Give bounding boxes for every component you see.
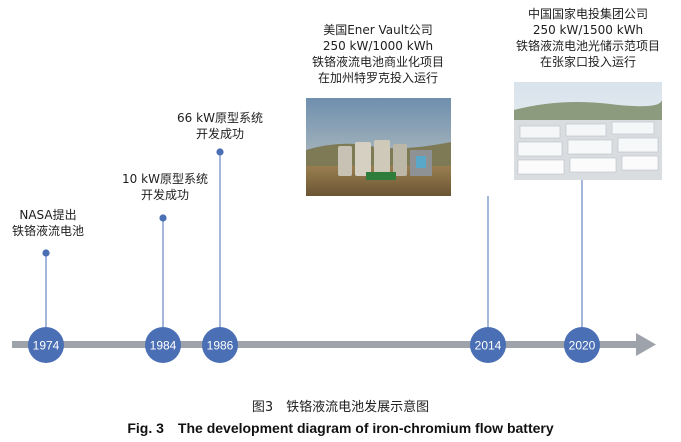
year-2020: 2020 xyxy=(569,339,596,353)
event-label-1986: 66 kW原型系统 开发成功 xyxy=(166,110,274,142)
event-1986-line-1: 66 kW原型系统 xyxy=(177,111,263,125)
event-1974-line-1: NASA提出 xyxy=(19,208,77,222)
timeline-axis xyxy=(12,341,638,348)
year-1984: 1984 xyxy=(150,339,177,353)
stem-dot-1974 xyxy=(42,249,50,257)
event-2014-line-3: 铁铬液流电池商业化项目 xyxy=(311,55,444,69)
figure-caption-english: Fig. 3 The development diagram of iron-c… xyxy=(127,420,554,436)
zhangjiakou-photo xyxy=(514,82,662,180)
ener-vault-photo xyxy=(306,98,451,196)
event-2020-line-1: 中国国家电投集团公司 xyxy=(527,7,648,21)
node-1974 xyxy=(28,327,64,363)
event-2014-line-4: 在加州特罗克投入运行 xyxy=(317,71,438,85)
event-1984-line-2: 开发成功 xyxy=(140,188,189,202)
year-2014: 2014 xyxy=(475,339,502,353)
node-1984 xyxy=(145,327,181,363)
event-label-1974: NASA提出 铁铬液流电池 xyxy=(6,207,90,239)
event-label-1984: 10 kW原型系统 开发成功 xyxy=(111,171,219,203)
event-1984-line-1: 10 kW原型系统 xyxy=(122,172,208,186)
node-1986 xyxy=(202,327,238,363)
year-1974: 1974 xyxy=(33,339,60,353)
timeline-arrow xyxy=(636,333,656,356)
figure-caption-chinese: 图3 铁铬液流电池发展示意图 xyxy=(251,400,430,415)
node-2014 xyxy=(470,327,506,363)
event-1974-line-2: 铁铬液流电池 xyxy=(11,224,84,238)
event-2020-line-4: 在张家口投入运行 xyxy=(539,55,636,69)
event-label-2014: 美国Ener Vault公司 250 kW/1000 kWh 铁铬液流电池商业化… xyxy=(298,22,458,86)
node-2020 xyxy=(564,327,600,363)
year-1986: 1986 xyxy=(207,339,234,353)
event-label-2020: 中国国家电投集团公司 250 kW/1500 kWh 铁铬液流电池光储示范项目 … xyxy=(504,6,672,70)
event-2020-line-2: 250 kW/1500 kWh xyxy=(532,23,644,37)
event-2020-line-3: 铁铬液流电池光储示范项目 xyxy=(515,39,660,53)
stem-dot-1986 xyxy=(216,148,224,156)
event-2014-line-2: 250 kW/1000 kWh xyxy=(322,39,434,53)
stem-dot-1984 xyxy=(159,214,167,222)
event-2014-line-1: 美国Ener Vault公司 xyxy=(323,23,433,37)
event-1986-line-2: 开发成功 xyxy=(195,127,244,141)
